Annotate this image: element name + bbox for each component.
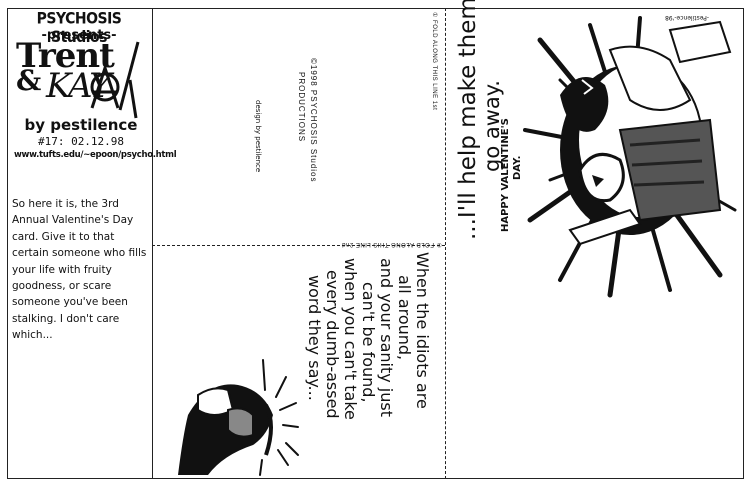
tagline-line-1: ...I'll help make them	[455, 0, 481, 240]
verse-line-1: When the idiots are	[413, 252, 432, 409]
verse-line-4: can't be found,	[359, 282, 378, 403]
copyright-line-2: PRODUCTIONS	[297, 72, 306, 143]
verse-line-3: and your sanity just	[377, 258, 396, 417]
cover-panel-divider	[152, 8, 153, 479]
artist-signature: -Pestilence-'98	[665, 14, 710, 21]
title-logo-ampersand: &	[16, 64, 42, 97]
card-outline	[7, 8, 744, 479]
website-url[interactable]: www.tufts.edu/~epoon/psycho.html	[14, 150, 177, 160]
title-logo-trent: Trent	[16, 36, 115, 76]
trent-and-kay-illustration	[523, 16, 737, 298]
studio-name: PSYCHOSIS Studios	[36, 9, 122, 47]
greeting-line-1: HAPPY VALENTINE'S	[500, 118, 511, 232]
copyright-line-1: ©1998 PSYCHOSIS Studios	[309, 58, 318, 183]
presents-label: -presents-	[41, 28, 117, 43]
verse-line-2: all around,	[395, 275, 414, 361]
spike-decoration-icon	[118, 41, 140, 119]
design-credit: design by pestilence	[254, 100, 262, 173]
author-byline: by pestilence	[24, 116, 138, 134]
fold-label-2: ② FOLD ALONG THIS LINE 2nd	[341, 241, 442, 247]
verse-line-5: when you can't take	[341, 258, 360, 420]
fold-label-1: ① FOLD ALONG THIS LINE 1st	[431, 12, 437, 111]
issue-number: #17: 02.12.98	[37, 135, 125, 148]
fold-line-vertical	[445, 8, 446, 479]
verse-line-6: every dumb-assed	[323, 270, 342, 419]
tangled-figure-illustration	[178, 359, 299, 476]
intro-text: So here it is, the 3rd Annual Valentine'…	[12, 198, 147, 342]
anarchy-symbol-icon	[90, 63, 120, 109]
fold-line-horizontal	[152, 245, 445, 246]
